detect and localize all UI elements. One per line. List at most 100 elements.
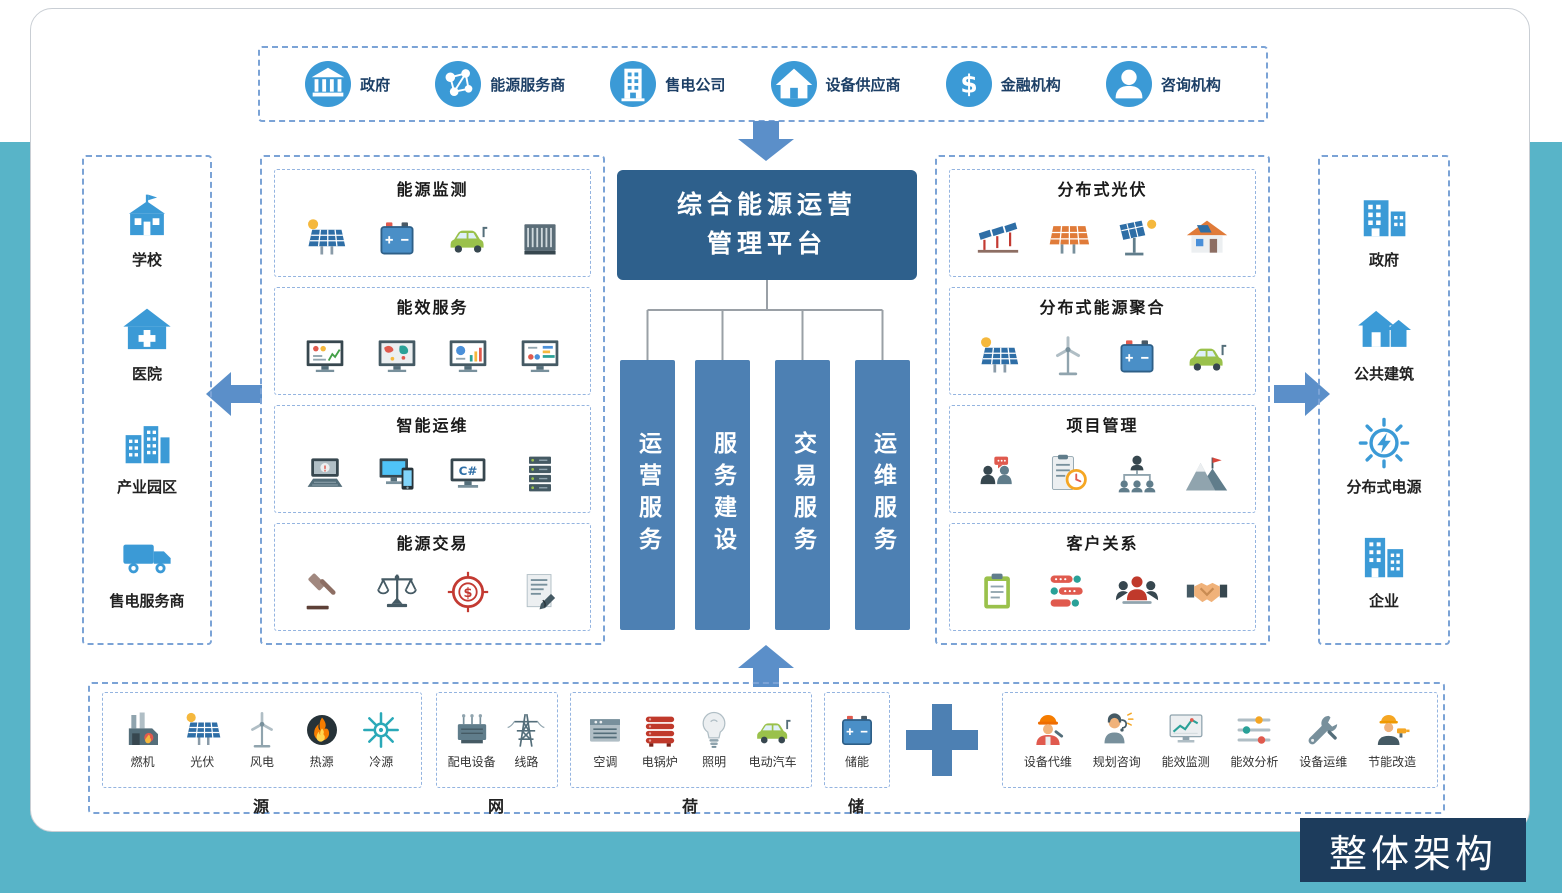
group-title: 能源交易 bbox=[396, 534, 469, 553]
pillar-om-service: 运维服务 bbox=[855, 360, 910, 630]
dollar-target-icon: $ bbox=[446, 570, 490, 614]
solar-farm-icon bbox=[976, 216, 1020, 260]
group-distributed-energy-aggregation: 分布式能源聚合 bbox=[949, 287, 1256, 395]
light-bulb-icon bbox=[694, 710, 734, 750]
user-item: 公共建筑 bbox=[1354, 303, 1414, 384]
bottom-item: 空调 bbox=[585, 710, 625, 770]
meeting-icon bbox=[976, 452, 1020, 496]
user-label: 公共建筑 bbox=[1353, 364, 1414, 383]
group-title: 项目管理 bbox=[1066, 416, 1139, 435]
group-energy-monitoring: 能源监测 bbox=[274, 169, 591, 277]
service-item: 设备运维 bbox=[1299, 710, 1347, 770]
solar-panel-icon bbox=[976, 334, 1020, 378]
svg-text:$: $ bbox=[960, 70, 977, 99]
left-function-groups-box: 能源监测 能效服务 智能运维 ! C# bbox=[260, 155, 605, 645]
electric-car-icon bbox=[446, 216, 490, 260]
user-item: 售电服务商 bbox=[109, 530, 185, 611]
efficiency-monitor-icon bbox=[1166, 710, 1206, 750]
user-label: 政府 bbox=[1368, 251, 1399, 270]
handshake-icon bbox=[1185, 570, 1229, 614]
heat-source-icon bbox=[302, 710, 342, 750]
group-energy-efficiency-service: 能效服务 bbox=[274, 287, 591, 395]
monitor-phone-icon bbox=[375, 452, 419, 496]
customer-group-icon bbox=[1115, 570, 1159, 614]
solar-roof-house-icon bbox=[1185, 216, 1229, 260]
power-line-icon bbox=[506, 710, 546, 750]
user-label: 学校 bbox=[131, 251, 162, 270]
arrow-up-icon bbox=[738, 645, 794, 687]
task-clock-icon bbox=[1046, 452, 1090, 496]
pillar-service-construction: 服务建设 bbox=[695, 360, 750, 630]
service-item: 设备代维 bbox=[1024, 710, 1072, 770]
svg-text:C#: C# bbox=[459, 464, 478, 478]
battery-icon bbox=[1115, 334, 1159, 378]
stakeholder-item: 售电公司 bbox=[610, 61, 725, 107]
bottom-item: 光伏 bbox=[182, 710, 222, 770]
efficiency-analysis-icon bbox=[1234, 710, 1274, 750]
distributed-power-icon bbox=[1357, 416, 1411, 470]
gavel-icon bbox=[303, 570, 347, 614]
user-item: 学校 bbox=[120, 189, 174, 270]
wind-turbine-icon bbox=[1046, 334, 1090, 378]
right-function-groups-box: 分布式光伏 分布式能源聚合 项目管理 bbox=[935, 155, 1270, 645]
group-storage: 储能 储 bbox=[824, 692, 890, 817]
stakeholder-label: 设备供应商 bbox=[825, 75, 901, 94]
user-item: 医院 bbox=[120, 303, 174, 384]
transformer-icon bbox=[452, 710, 492, 750]
bottom-item: 照明 bbox=[694, 710, 734, 770]
hospital-icon bbox=[120, 303, 174, 357]
arrow-right-icon bbox=[1274, 372, 1330, 416]
group-title: 能源监测 bbox=[396, 180, 469, 199]
stakeholder-label: 咨询机构 bbox=[1160, 75, 1221, 94]
user-label: 企业 bbox=[1368, 591, 1399, 610]
service-item: 节能改造 bbox=[1368, 710, 1416, 770]
user-item: 企业 bbox=[1357, 530, 1411, 611]
wind-turbine-icon bbox=[242, 710, 282, 750]
pillar-trading-service: 交易服务 bbox=[775, 360, 830, 630]
service-item: 规划咨询 bbox=[1093, 710, 1141, 770]
pillar-operation-service: 运营服务 bbox=[620, 360, 675, 630]
bottom-item: 电动汽车 bbox=[749, 710, 797, 770]
group-title: 能效服务 bbox=[396, 298, 469, 317]
stakeholder-label: 能源服务商 bbox=[490, 75, 566, 94]
stakeholder-label: 金融机构 bbox=[1000, 75, 1061, 94]
wrench-tools-icon bbox=[1303, 710, 1343, 750]
platform-title-line2: 管理平台 bbox=[706, 229, 827, 258]
arrow-down-icon bbox=[738, 121, 794, 161]
stakeholder-item: 政府 bbox=[305, 61, 390, 107]
group-title: 智能运维 bbox=[396, 416, 469, 435]
stakeholder-label: 政府 bbox=[360, 75, 391, 94]
service-item: 能效监测 bbox=[1162, 710, 1210, 770]
stakeholder-item: 咨询机构 bbox=[1105, 61, 1221, 107]
government-buildings-icon bbox=[1357, 189, 1411, 243]
contract-icon bbox=[518, 570, 562, 614]
csharp-screen-icon: C# bbox=[446, 452, 490, 496]
platform-title-box: 综合能源运营 管理平台 bbox=[617, 170, 917, 280]
group-source: 燃机 光伏 风电 热源 冷源 源 bbox=[102, 692, 422, 817]
svg-text:$: $ bbox=[464, 586, 473, 601]
clipboard-icon bbox=[976, 570, 1020, 614]
group-label-grid: 网 bbox=[487, 797, 506, 816]
cold-source-icon bbox=[361, 710, 401, 750]
school-icon bbox=[120, 189, 174, 243]
maintenance-worker-icon bbox=[1028, 710, 1068, 750]
group-label-storage: 储 bbox=[847, 797, 866, 816]
gas-plant-icon bbox=[123, 710, 163, 750]
source-grid-load-storage-box: 燃机 光伏 风电 热源 冷源 源 bbox=[88, 682, 1445, 817]
scales-icon bbox=[375, 570, 419, 614]
group-label-load: 荷 bbox=[681, 797, 700, 816]
stakeholder-item: 能源服务商 bbox=[435, 61, 565, 107]
chat-bubbles-icon bbox=[1046, 570, 1090, 614]
consultant-icon bbox=[1097, 710, 1137, 750]
stats-board-icon bbox=[518, 334, 562, 378]
left-users-box: 学校 医院 产业园区 售电服务商 bbox=[82, 155, 212, 645]
user-item: 分布式电源 bbox=[1346, 416, 1422, 497]
electric-boiler-icon bbox=[640, 710, 680, 750]
group-customer-relations: 客户关系 bbox=[949, 523, 1256, 631]
generator-icon bbox=[518, 216, 562, 260]
bottom-item: 风电 bbox=[242, 710, 282, 770]
electric-car-icon bbox=[1185, 334, 1229, 378]
retrofit-worker-icon bbox=[1372, 710, 1412, 750]
plus-icon bbox=[906, 704, 978, 776]
laptop-icon: ! bbox=[303, 452, 347, 496]
